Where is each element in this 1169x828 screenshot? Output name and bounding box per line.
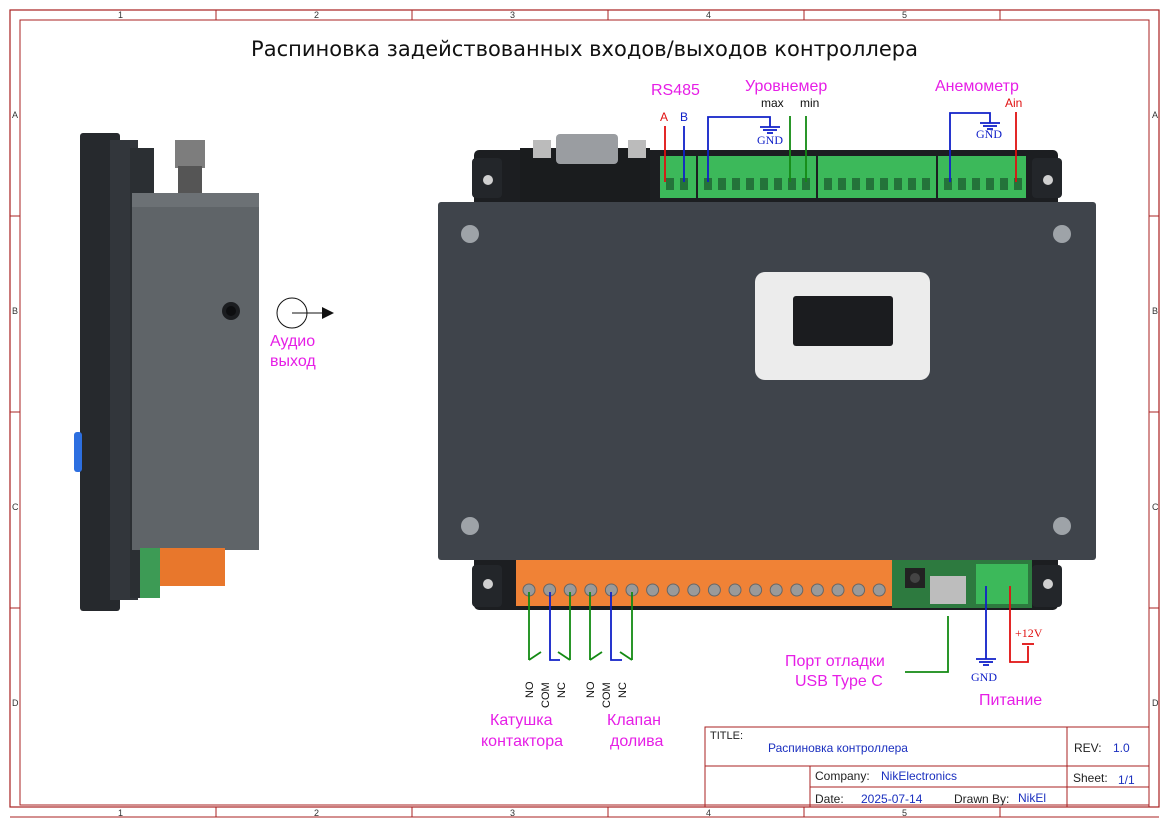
terminal-screw (749, 583, 763, 597)
terminal-slot (958, 178, 966, 190)
row-label-c: C (12, 502, 19, 512)
terminal-slot (732, 178, 740, 190)
date-label: Date: (815, 792, 844, 806)
usb-label-line1: Порт отладки (785, 653, 885, 670)
col-label-bottom-4: 4 (706, 808, 712, 818)
power-12v-label: +12V (1015, 626, 1043, 640)
terminal-screw (687, 583, 701, 597)
rs485-a-label: A (660, 110, 669, 124)
audio-label-line1: Аудио (270, 333, 316, 350)
power-label: Питание (979, 692, 1043, 709)
terminal-slot (760, 178, 768, 190)
terminal-slot (788, 178, 796, 190)
terminal-screw (728, 583, 742, 597)
sheet-label: Sheet: (1073, 771, 1108, 785)
row-label-b: B (12, 306, 19, 316)
front-view (438, 134, 1096, 610)
side-view (74, 133, 334, 611)
terminal-screw (831, 583, 845, 597)
audio-label-line2: выход (270, 353, 316, 370)
row-label-right-b: B (1152, 306, 1159, 316)
terminal-slot (824, 178, 832, 190)
terminal-slot (802, 178, 810, 190)
anemometer-label: Анемометр (935, 78, 1019, 95)
sheet-value: 1/1 (1118, 773, 1135, 787)
terminal-screw (646, 583, 660, 597)
terminal-slot (894, 178, 902, 190)
col-label-bottom-3: 3 (510, 808, 516, 818)
contactor-label-line1: Катушка (490, 712, 553, 729)
col-label-bottom-5: 5 (902, 808, 908, 818)
title-value: Распиновка контроллера (768, 741, 908, 755)
company-value: NikElectronics (881, 769, 958, 783)
terminal-screw (810, 583, 824, 597)
row-label-a: A (12, 110, 19, 120)
terminal-screw (852, 583, 866, 597)
terminal-slot (986, 178, 994, 190)
page-title: Распиновка задействованных входов/выходо… (251, 37, 918, 61)
valve-label-line1: Клапан (607, 712, 661, 729)
contactor-label-line2: контактора (481, 733, 563, 750)
terminal-screw (769, 583, 783, 597)
col-label-4: 4 (706, 10, 712, 20)
anemometer-gnd-label: GND (976, 127, 1002, 141)
terminal-screw (707, 583, 721, 597)
level-gnd-label: GND (757, 133, 783, 147)
rs485-label: RS485 (651, 82, 700, 99)
power-gnd-label: GND (971, 670, 997, 684)
rev-value: 1.0 (1113, 741, 1130, 755)
terminal-slot (666, 178, 674, 190)
anemometer-ain-label: Ain (1005, 96, 1023, 110)
terminal-slot (1014, 178, 1022, 190)
valve-label-line2: долива (610, 733, 664, 750)
row-label-right-a: A (1152, 110, 1159, 120)
terminal-slot (880, 178, 888, 190)
level-meter-label: Уровнемер (745, 78, 828, 95)
row-label-right-d: D (1152, 698, 1159, 708)
row-label-right-c: C (1152, 502, 1159, 512)
terminal-slot (1000, 178, 1008, 190)
terminal-screw (666, 583, 680, 597)
drawn-by-label: Drawn By: (954, 792, 1010, 806)
col-label-5: 5 (902, 10, 908, 20)
terminal-slot (852, 178, 860, 190)
terminal-slot (680, 178, 688, 190)
terminal-slot (838, 178, 846, 190)
level-max-label: max (761, 96, 784, 110)
terminal-slot (922, 178, 930, 190)
terminal-slot (704, 178, 712, 190)
col-label-3: 3 (510, 10, 516, 20)
date-value: 2025-07-14 (861, 792, 923, 806)
terminal-screw (790, 583, 804, 597)
terminal-slot (866, 178, 874, 190)
terminal-slot (746, 178, 754, 190)
terminal-slot (718, 178, 726, 190)
terminal-slot (944, 178, 952, 190)
usb-label-line2: USB Type C (795, 673, 883, 690)
col-label-bottom-2: 2 (314, 808, 320, 818)
rs485-b-label: B (680, 110, 689, 124)
col-label-2: 2 (314, 10, 320, 20)
level-min-label: min (800, 96, 820, 110)
terminal-slot (908, 178, 916, 190)
row-label-d: D (12, 698, 19, 708)
terminal-screw (872, 583, 886, 597)
company-label: Company: (815, 769, 870, 783)
title-label: TITLE: (710, 730, 744, 742)
terminal-slot (972, 178, 980, 190)
rev-label: REV: (1074, 741, 1102, 755)
terminal-slot (774, 178, 782, 190)
col-label-bottom-1: 1 (118, 808, 124, 818)
drawn-by-value: NikEl (1018, 791, 1047, 805)
col-label-1: 1 (118, 10, 124, 20)
